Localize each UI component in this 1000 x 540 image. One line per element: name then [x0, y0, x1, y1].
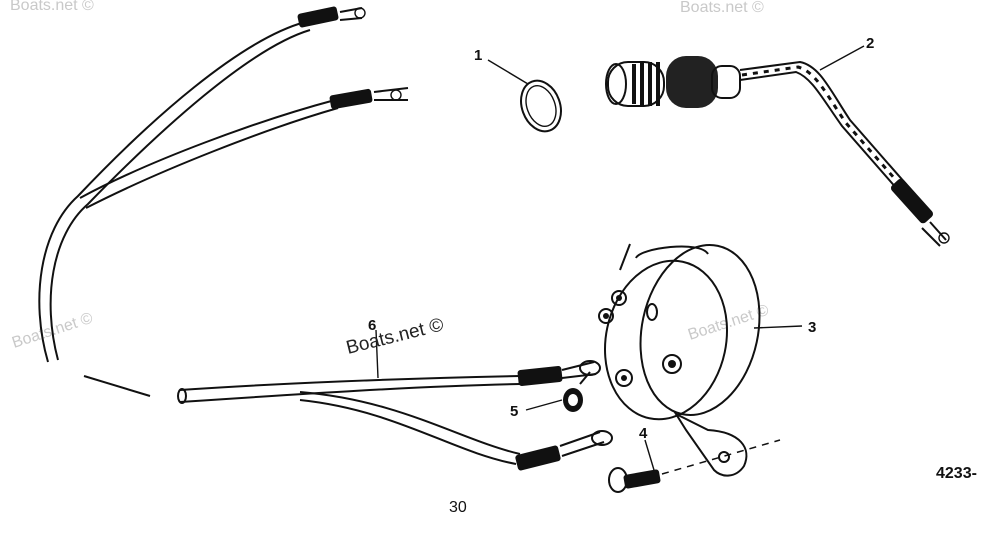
callout-1: 1: [474, 47, 482, 64]
socket-threads: [632, 62, 660, 106]
upper-wire-terminal-b: [329, 87, 409, 110]
gauge-terminals: [598, 290, 682, 387]
watermark-top-right: Boats.net ©: [680, 0, 764, 16]
lamp-socket-assembly: [605, 56, 950, 247]
upper-wire-harness: [38, 6, 409, 363]
lower-wire-harness: [177, 360, 613, 471]
callout-6: 6: [368, 317, 376, 334]
page-number: 30: [449, 499, 467, 516]
callout-2: 2: [866, 35, 874, 52]
callout-4: 4: [639, 425, 648, 442]
gauge-body: [598, 243, 761, 477]
arc-segment: [83, 375, 151, 397]
upper-wire-terminal-a: [297, 6, 366, 28]
lower-wire-terminal-a: [517, 360, 601, 386]
watermark-center: Boats.net ©: [344, 314, 446, 358]
watermark-top-left: Boats.net ©: [10, 0, 94, 14]
figure-code: 4233-: [936, 465, 977, 482]
snap-ring: [520, 79, 562, 133]
callout-3: 3: [808, 319, 816, 336]
leader-lines: [375, 45, 865, 471]
lower-wire-terminal-b: [515, 430, 613, 471]
callout-5: 5: [510, 403, 518, 420]
mounting-bolt: [608, 439, 781, 493]
